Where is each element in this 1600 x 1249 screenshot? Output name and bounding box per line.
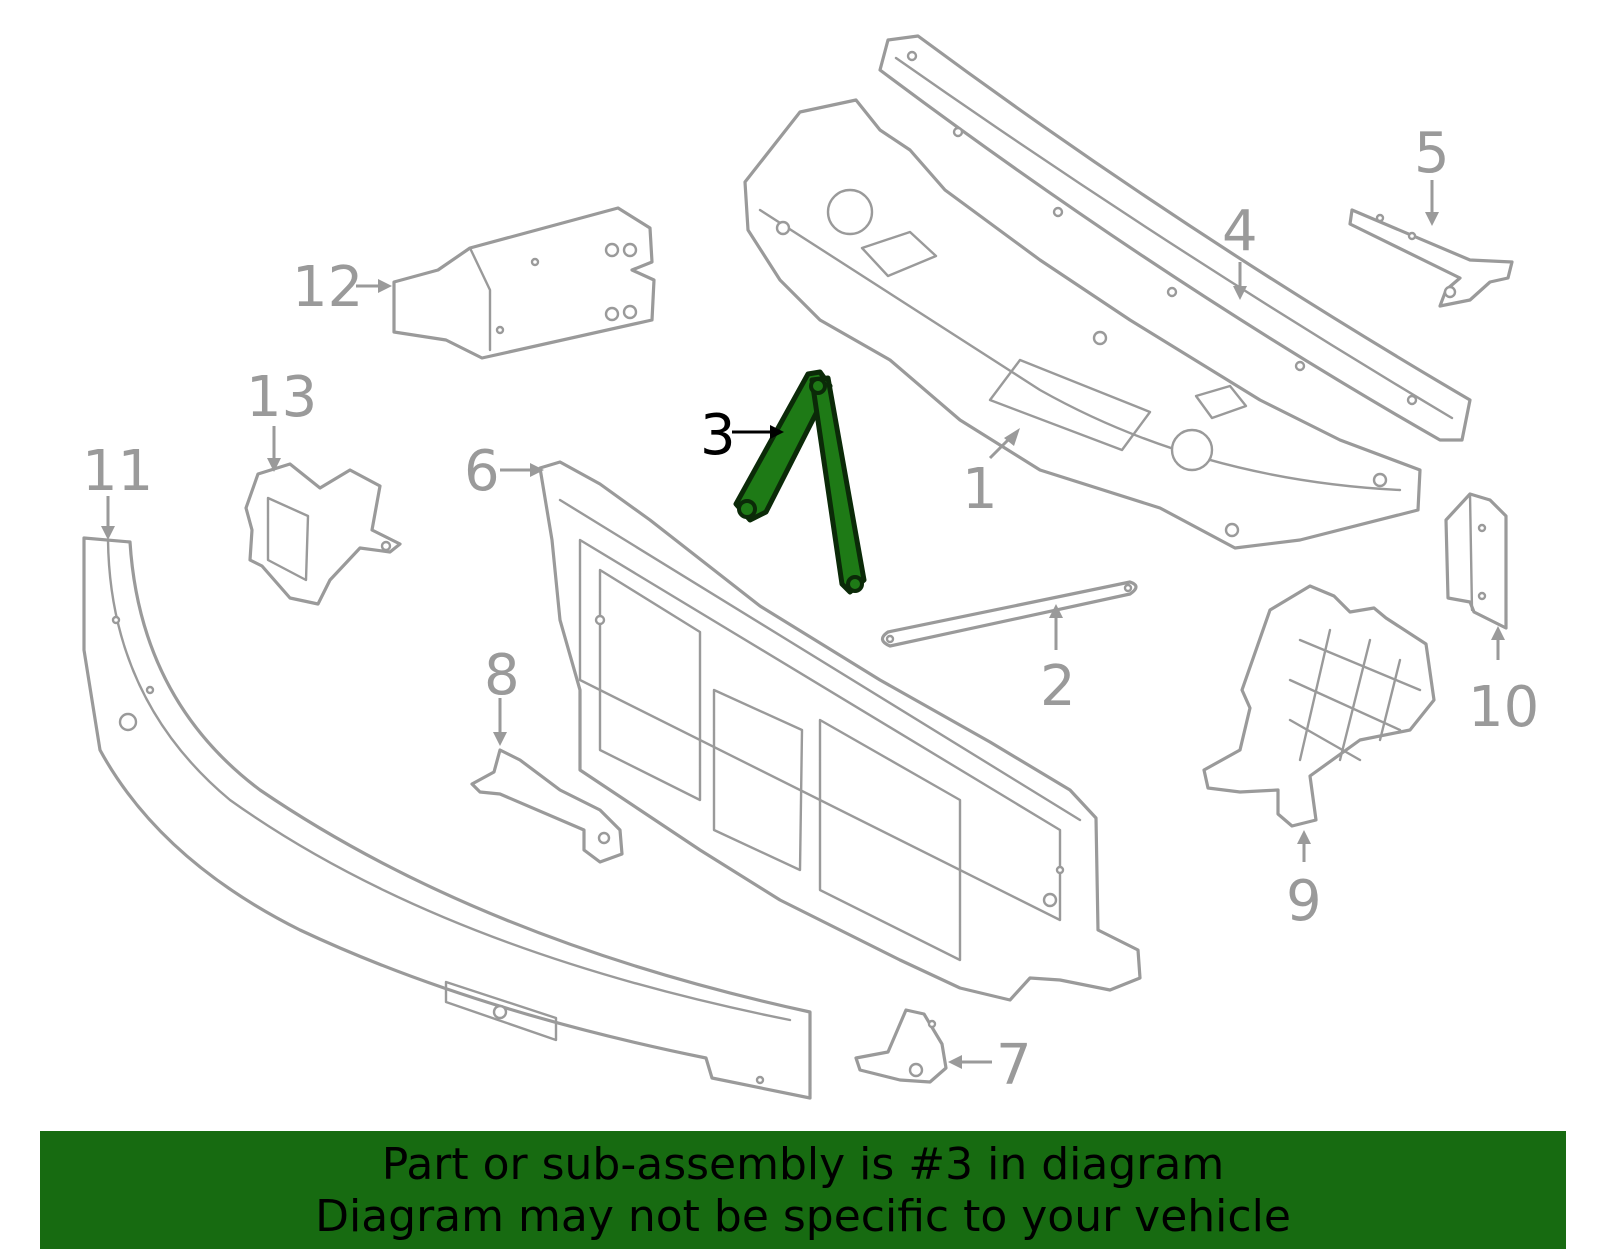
callout-8: 8	[484, 643, 520, 708]
part-9-air-guide[interactable]	[1202, 584, 1436, 828]
banner-line-1: Part or sub-assembly is #3 in diagram	[381, 1139, 1225, 1190]
part-12-bracket[interactable]	[392, 206, 656, 360]
callout-5: 5	[1414, 121, 1450, 186]
parts-diagram: 1 2 3 4 5 6 7 8 9 10 11 12 13	[82, 34, 1539, 1100]
callout-labels: 1 2 3 4 5 6 7 8 9 10 11 12 13	[82, 121, 1539, 1098]
part-10-bracket[interactable]	[1444, 492, 1508, 630]
callout-9: 9	[1286, 869, 1322, 934]
callout-7: 7	[996, 1033, 1032, 1098]
part-1-upper-tie-bar[interactable]	[743, 98, 1422, 550]
part-13-bracket[interactable]	[244, 462, 402, 606]
callout-13: 13	[246, 365, 317, 430]
part-5-bracket[interactable]	[1348, 208, 1514, 308]
banner-line-2: Diagram may not be specific to your vehi…	[315, 1191, 1291, 1242]
callout-3: 3	[700, 403, 736, 468]
part-4-upper-rail[interactable]	[878, 34, 1472, 442]
callout-leaders	[101, 180, 1505, 1069]
part-8-bracket[interactable]	[470, 748, 624, 864]
callout-11: 11	[82, 439, 153, 504]
part-11-bumper-reinforcement[interactable]	[82, 536, 812, 1100]
info-banner: Part or sub-assembly is #3 in diagram Di…	[40, 1131, 1566, 1249]
callout-6: 6	[464, 439, 500, 504]
part-3-strut-highlighted[interactable]	[733, 369, 867, 595]
part-3-strut-right-arm	[809, 375, 867, 595]
callout-2: 2	[1040, 654, 1076, 719]
part-3-strut-left-arm	[733, 369, 833, 523]
callout-12: 12	[292, 255, 363, 320]
callout-4: 4	[1222, 199, 1258, 264]
callout-1: 1	[962, 457, 998, 522]
callout-10: 10	[1468, 675, 1539, 740]
part-7-bracket[interactable]	[854, 1008, 948, 1084]
part-2-rod[interactable]	[880, 580, 1138, 648]
part-6-radiator-support[interactable]	[538, 460, 1142, 1002]
